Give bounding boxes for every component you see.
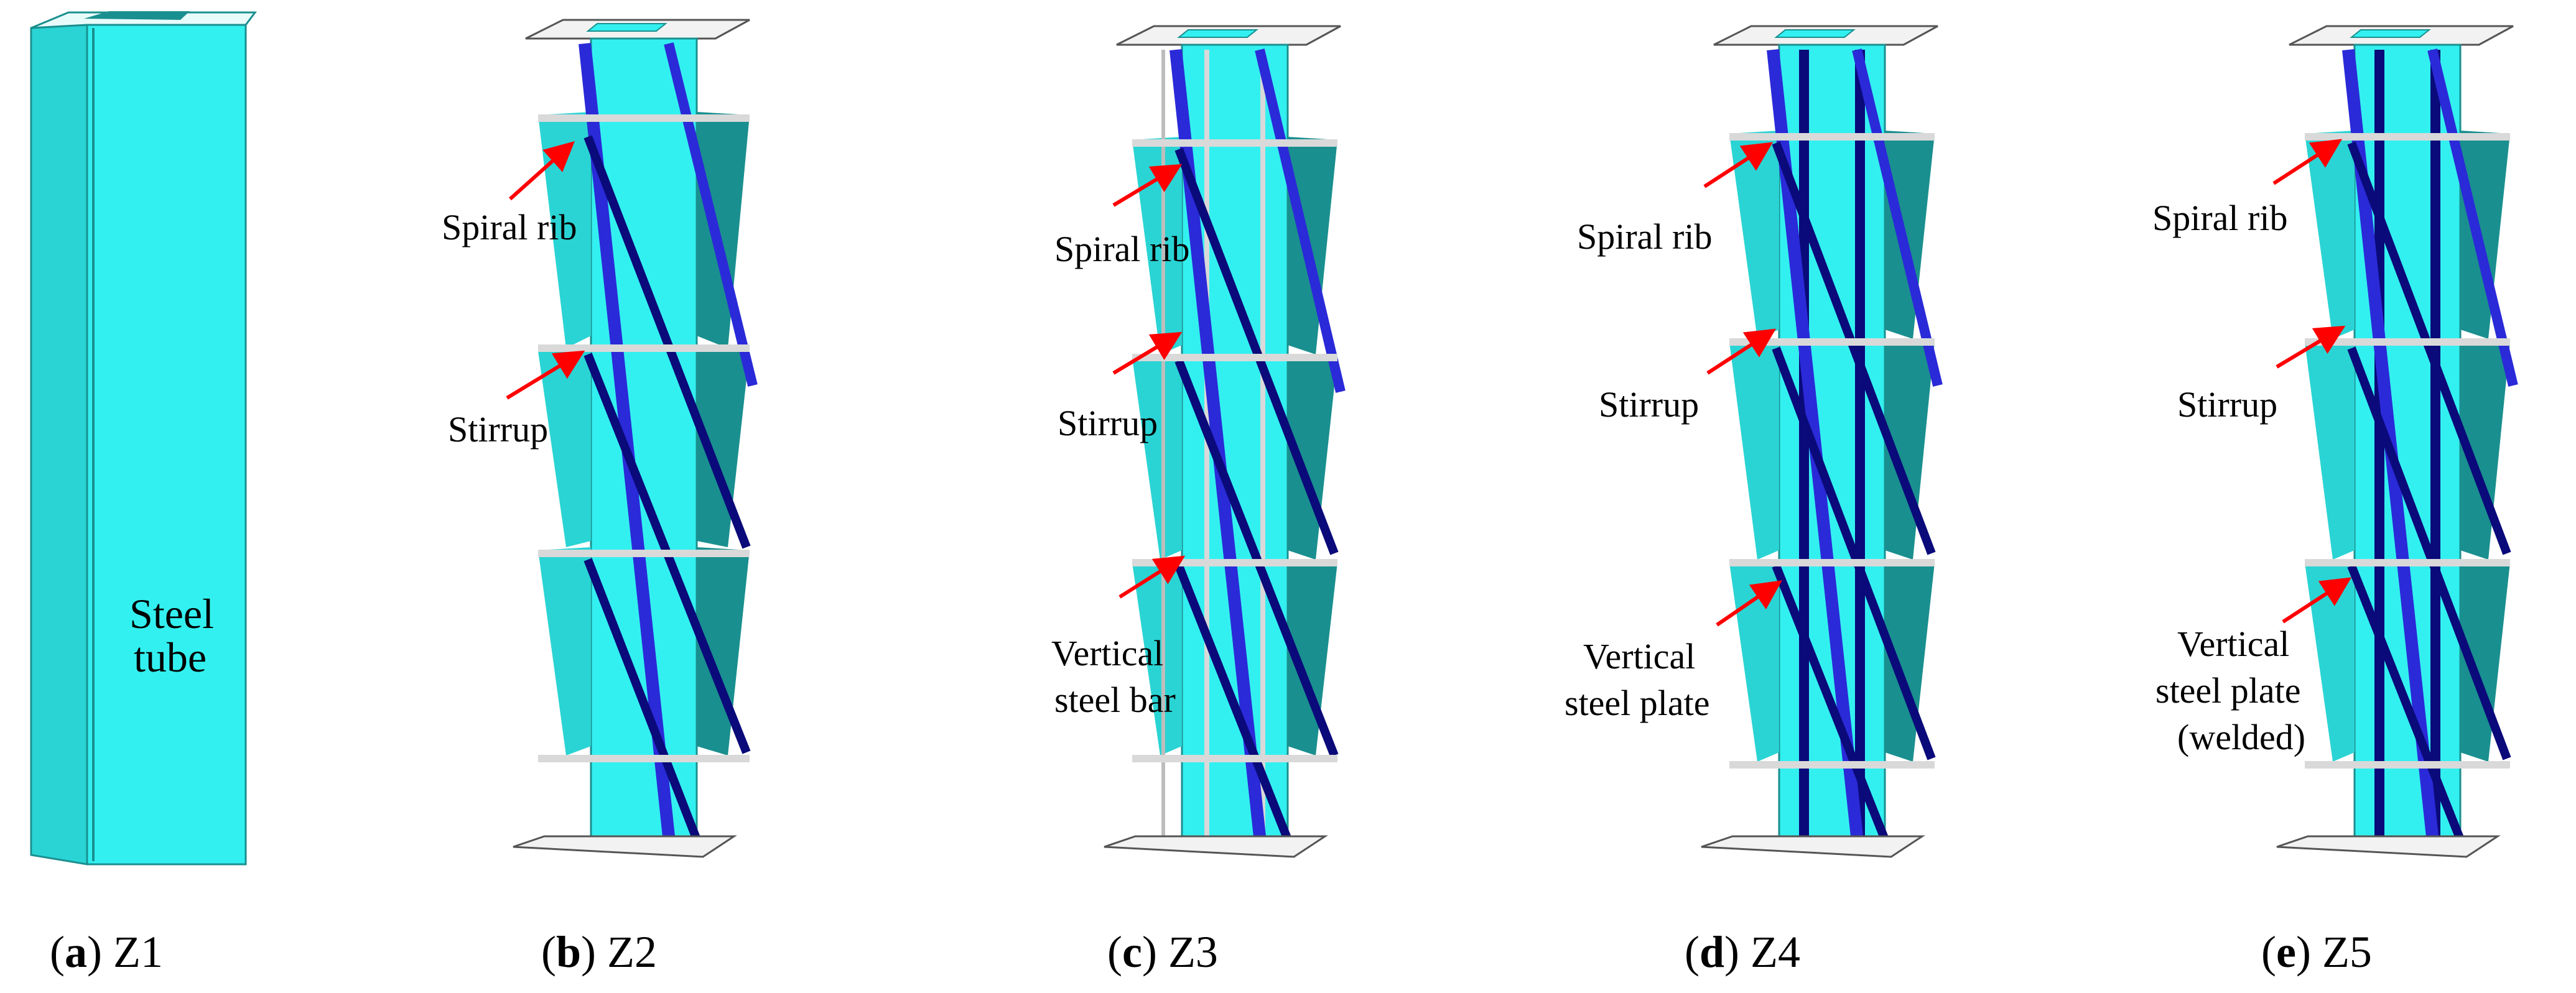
column-drawing <box>2276 25 2518 858</box>
caption-d: (d) Z4 <box>1685 927 1800 977</box>
stirrup-label: Stirrup <box>2177 384 2277 425</box>
vertical-steel-plate-label: Vertical <box>1583 636 1695 677</box>
vertical-steel-plate-welded-label: (welded) <box>2177 717 2305 757</box>
caption-e: (e) Z5 <box>2261 927 2372 977</box>
spiral-rib-arrow <box>1703 142 1774 188</box>
vertical-steel-plate-welded-label: steel plate <box>2155 670 2301 711</box>
vertical-steel-bar-label: Vertical <box>1051 633 1163 673</box>
stirrup-label: Stirrup <box>448 409 548 450</box>
vertical-bar-arrow <box>1118 555 1186 599</box>
steel-tube-label: Steel <box>129 590 214 637</box>
spiral-rib-arrow <box>1112 164 1183 207</box>
stirrup-label: Stirrup <box>1058 403 1158 443</box>
spiral-rib-label: Spiral rib <box>1577 216 1712 257</box>
vertical-steel-plate-welded-label: Vertical <box>2177 624 2289 664</box>
panel-a: Steel tube (a) Z1 <box>30 11 257 977</box>
stirrup-arrow <box>1706 328 1777 375</box>
column-drawing <box>1104 25 1346 858</box>
spiral-rib-arrow <box>2272 139 2343 185</box>
stirrup-arrow <box>2276 325 2346 369</box>
caption-b: (b) Z2 <box>541 927 657 977</box>
spiral-rib-arrow <box>508 141 575 201</box>
spiral-rib-label: Spiral rib <box>442 207 577 247</box>
panel-c: Spiral rib Stirrup Vertical steel bar (c… <box>1051 25 1346 977</box>
steel-tube-label: tube <box>134 634 207 681</box>
vertical-steel-bar-label: steel bar <box>1054 680 1176 720</box>
vertical-plate-welded-arrow <box>2282 577 2352 624</box>
panel-b: Spiral rib Stirrup (b) Z2 <box>442 19 758 977</box>
column-drawing <box>1701 25 1943 858</box>
spiral-rib-label: Spiral rib <box>1054 229 1189 269</box>
column-drawing <box>513 19 758 858</box>
vertical-plate-arrow <box>1716 580 1782 627</box>
stirrup-label: Stirrup <box>1599 384 1699 425</box>
caption-a: (a) Z1 <box>50 927 163 977</box>
spiral-rib-label: Spiral rib <box>2152 198 2287 238</box>
stirrup-arrow <box>1112 331 1183 375</box>
panel-d: Spiral rib Stirrup Vertical steel plate … <box>1565 25 1943 977</box>
vertical-steel-plate-label: steel plate <box>1565 683 1710 723</box>
caption-c: (c) Z3 <box>1107 927 1218 977</box>
steel-tube-drawing <box>30 11 257 866</box>
stirrup-arrow <box>506 350 585 400</box>
panel-e: Spiral rib Stirrup Vertical steel plate … <box>2152 25 2518 977</box>
